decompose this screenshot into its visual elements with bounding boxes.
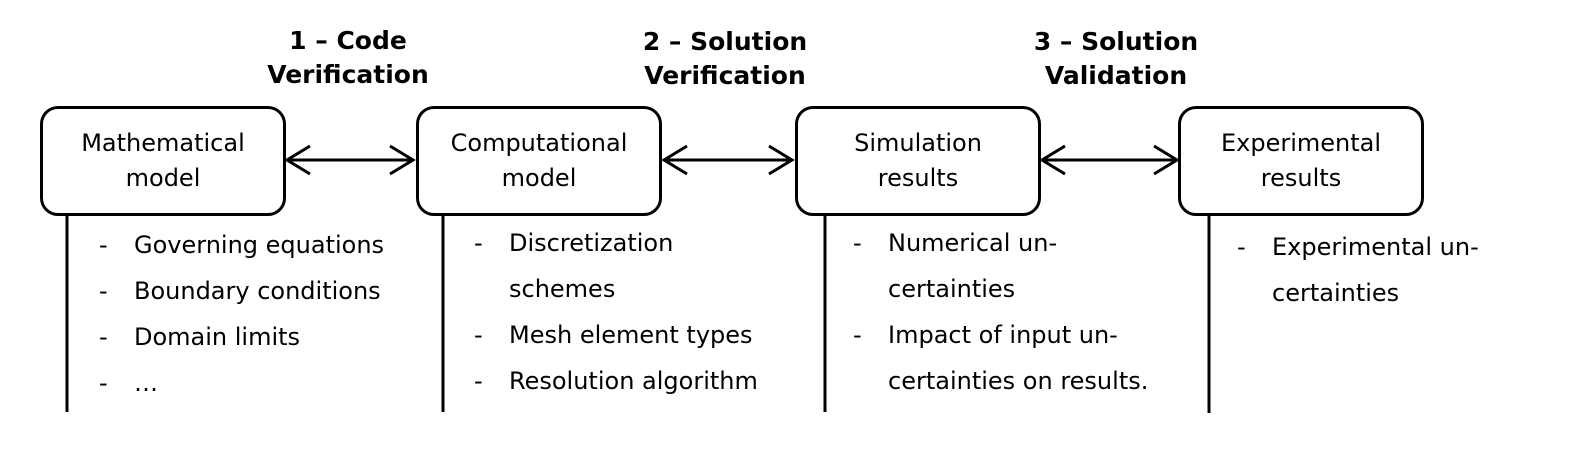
bullet-dash: - — [474, 229, 483, 257]
list-item-text: Numerical un- — [888, 229, 1058, 257]
list-item-continuation: schemes — [509, 275, 616, 303]
bullet-dash: - — [99, 369, 108, 397]
bullet-dash: - — [853, 229, 862, 257]
mathematical-model-list: -Governing equations -Boundary condition… — [99, 222, 384, 406]
list-item: -Domain limits — [99, 314, 384, 360]
list-item: -Mesh element types — [474, 312, 758, 358]
box-label-line2: model — [501, 164, 577, 192]
bullet-dash: - — [99, 231, 108, 259]
stage-title-solution-verification: 2 – Solution Verification — [615, 25, 835, 93]
box-label-line1: Experimental — [1220, 129, 1382, 157]
list-item: -Governing equations — [99, 222, 384, 268]
list-item-text: Mesh element types — [509, 321, 753, 349]
stage-title-line2: Verification — [644, 61, 806, 90]
list-item: -Resolution algorithm — [474, 358, 758, 404]
bullet-dash: - — [1237, 233, 1246, 261]
list-item-continuation: certainties on results. — [888, 367, 1149, 395]
stage-title-line1: 2 – Solution — [642, 27, 808, 56]
computational-model-box: Computational model — [416, 106, 662, 216]
stage-title-line1: 3 – Solution — [1033, 27, 1199, 56]
box-label-line1: Mathematical — [81, 129, 245, 157]
stage-title-line1: 1 – Code — [289, 26, 407, 55]
experimental-results-box: Experimental results — [1178, 106, 1424, 216]
double-arrow-1 — [284, 144, 416, 176]
list-item-continuation: certainties — [888, 275, 1016, 303]
stage-title-line2: Verification — [267, 60, 429, 89]
bullet-dash: - — [853, 321, 862, 349]
list-item: -Impact of input un-certainties on resul… — [853, 312, 1148, 404]
list-item-text: … — [134, 369, 158, 397]
box-label-line2: results — [877, 164, 959, 192]
list-item-text: Governing equations — [134, 231, 385, 259]
list-item: -Discretization schemes — [474, 220, 758, 312]
bullet-dash: - — [474, 367, 483, 395]
simulation-results-list: -Numerical un-certainties -Impact of inp… — [853, 220, 1148, 404]
stage-title-code-verification: 1 – Code Verification — [248, 24, 448, 92]
box-label-line1: Simulation — [854, 129, 982, 157]
list-item-text: Impact of input un- — [888, 321, 1118, 349]
list-item-text: Domain limits — [134, 323, 301, 351]
double-arrow-3 — [1039, 144, 1180, 176]
stage-title-line2: Validation — [1044, 61, 1188, 90]
stage-title-solution-validation: 3 – Solution Validation — [1006, 25, 1226, 93]
list-item-text: Resolution algorithm — [509, 367, 758, 395]
experimental-results-list: -Experimental un-certainties — [1237, 224, 1479, 316]
box-label-line2: model — [125, 164, 201, 192]
list-item-text: Experimental un- — [1272, 233, 1479, 261]
bullet-dash: - — [99, 323, 108, 351]
bullet-dash: - — [99, 277, 108, 305]
double-arrow-2 — [661, 144, 795, 176]
bullet-dash: - — [474, 321, 483, 349]
list-item: -Experimental un-certainties — [1237, 224, 1479, 316]
simulation-results-box: Simulation results — [795, 106, 1041, 216]
box-label-line1: Computational — [450, 129, 628, 157]
mathematical-model-box: Mathematical model — [40, 106, 286, 216]
list-item: -Boundary conditions — [99, 268, 384, 314]
box-label-line2: results — [1260, 164, 1342, 192]
list-item-continuation: certainties — [1272, 279, 1400, 307]
list-item: -Numerical un-certainties — [853, 220, 1148, 312]
list-item-text: Boundary conditions — [134, 277, 381, 305]
list-item: -… — [99, 360, 384, 406]
list-item-text: Discretization — [509, 229, 674, 257]
